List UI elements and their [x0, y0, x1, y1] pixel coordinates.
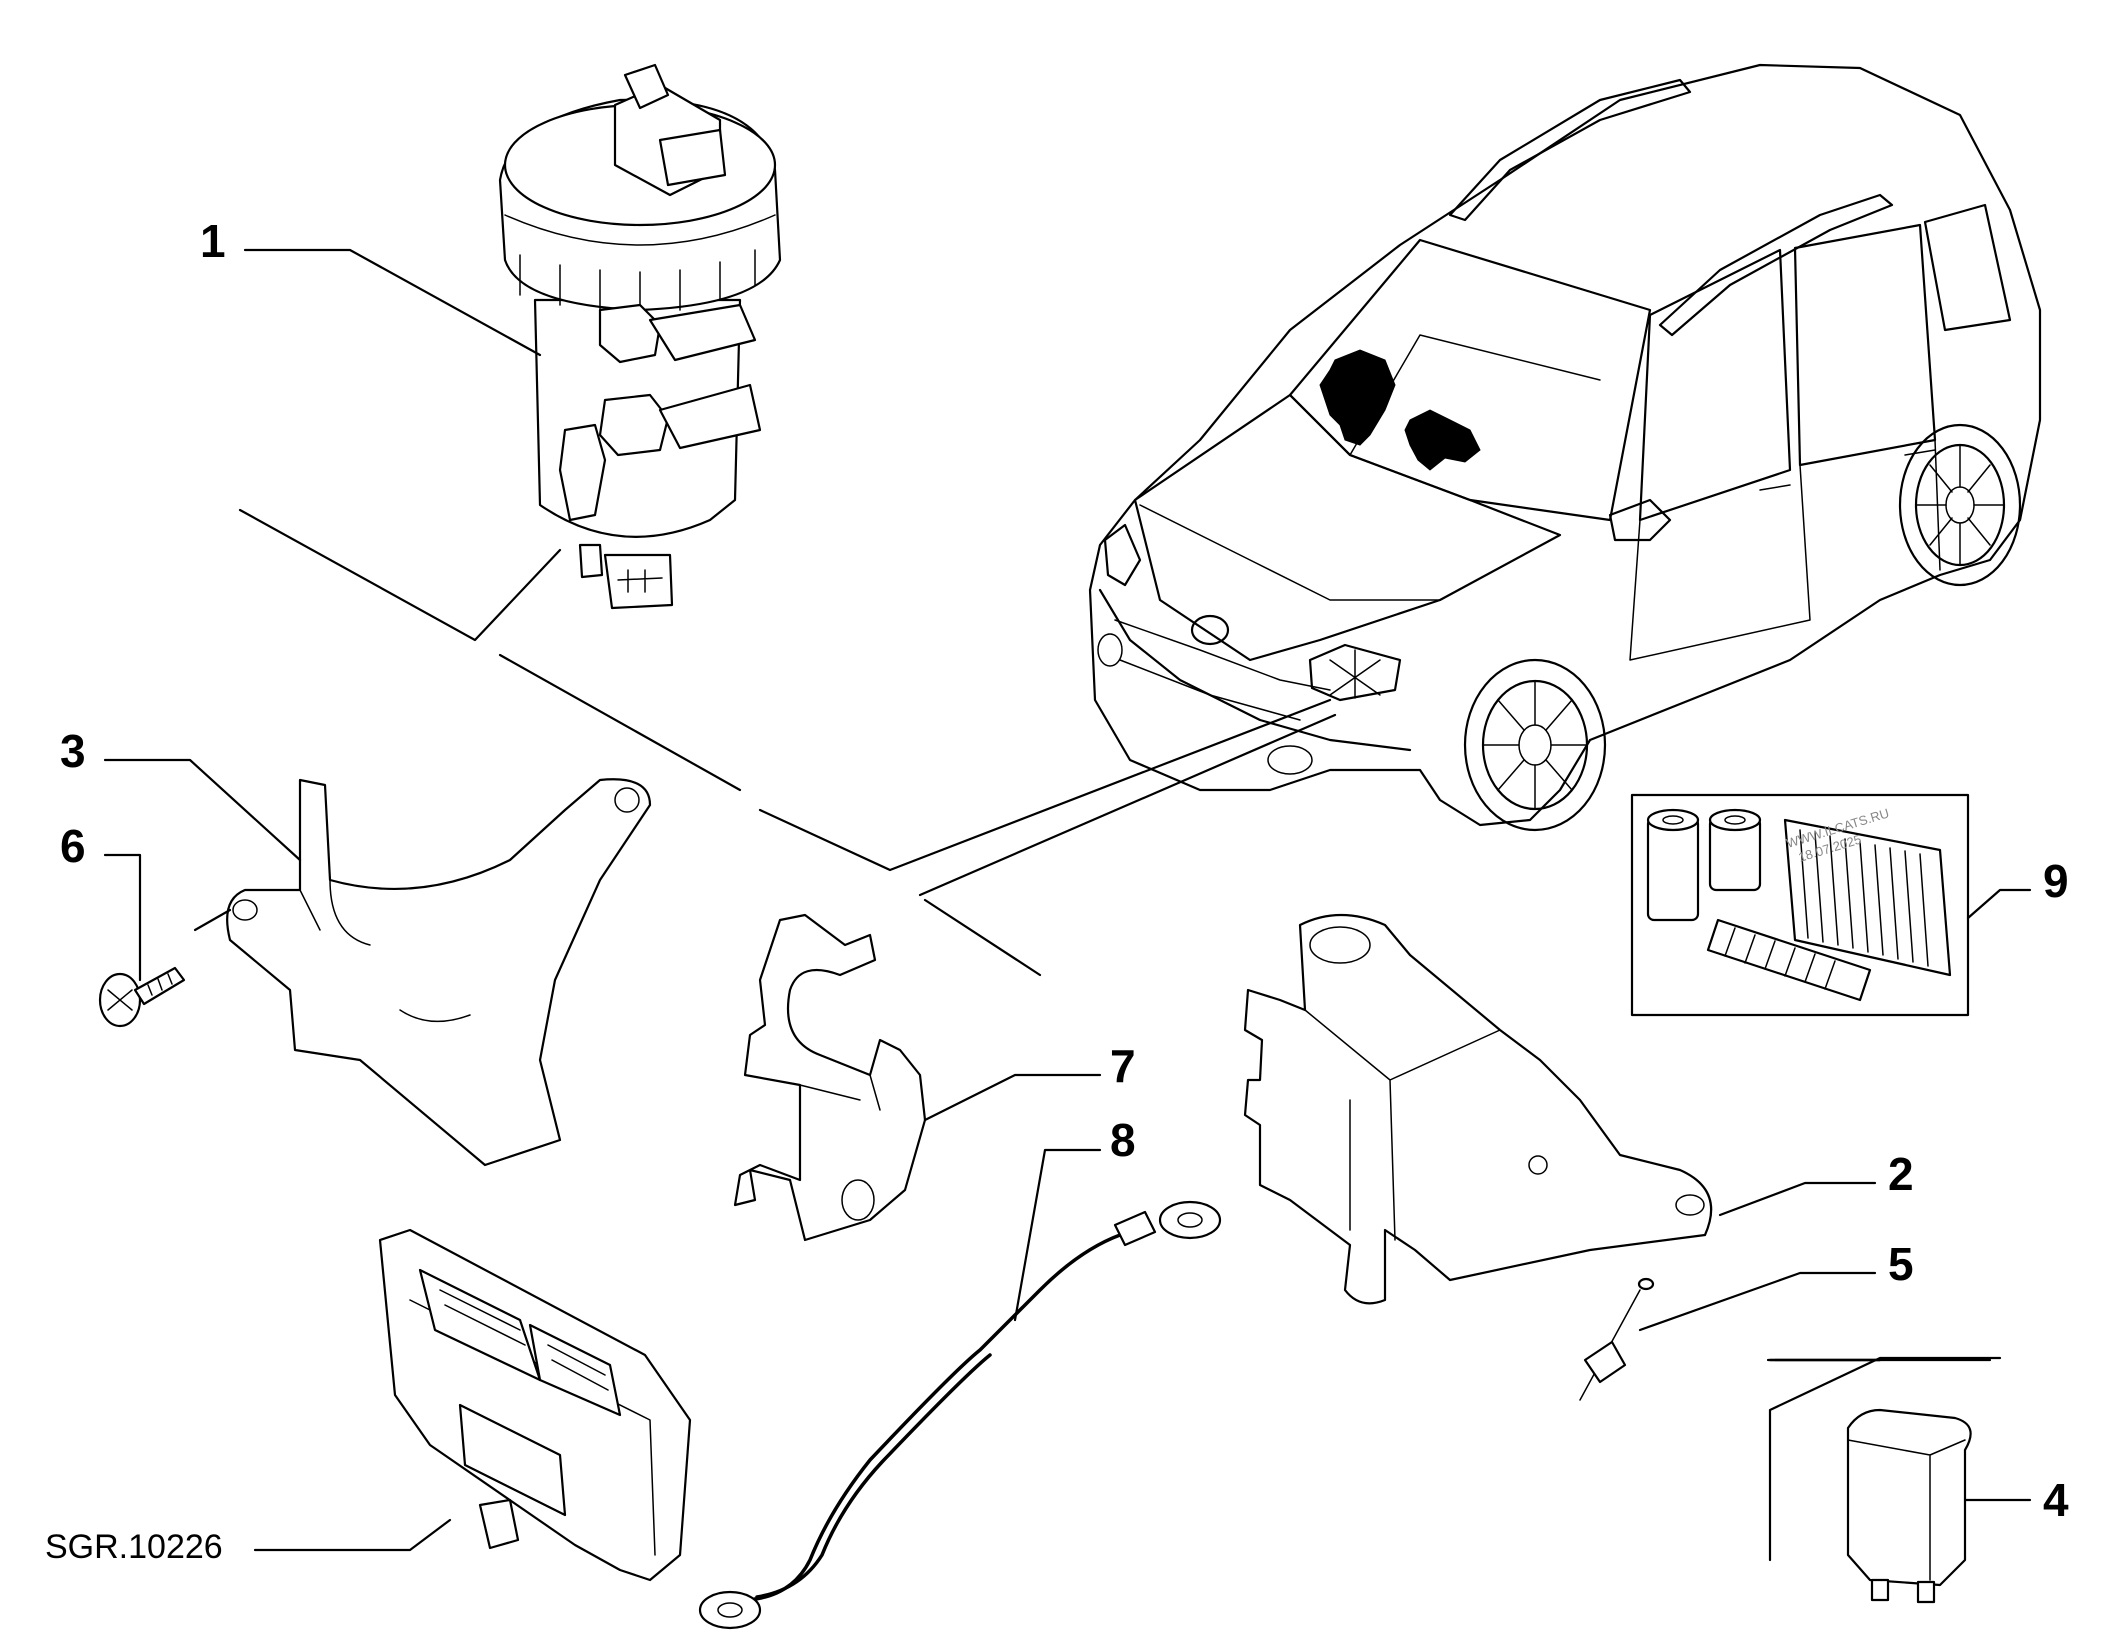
screw-part-6	[98, 966, 186, 1028]
clamp-bracket-part-7	[733, 913, 927, 1242]
control-unit-ecu	[378, 1228, 692, 1582]
linkage-lines	[238, 508, 2002, 1562]
callout-3: 3	[60, 725, 86, 777]
fuel-filter-part-1	[498, 63, 782, 610]
callout-6: 6	[60, 820, 86, 872]
callout-1: 1	[200, 215, 226, 267]
bracket-part-3	[226, 778, 652, 1167]
callout-5: 5	[1888, 1238, 1914, 1290]
leader-lines	[103, 248, 2032, 1552]
callout-8: 8	[1110, 1114, 1136, 1166]
pin-part-5	[1579, 1277, 1655, 1401]
callout-2: 2	[1888, 1148, 1914, 1200]
callout-9: 9	[2043, 855, 2069, 907]
relay-part-4	[1846, 1408, 1972, 1604]
ground-cable-part-8	[698, 1200, 1222, 1630]
callout-labels: 1 2 3 4 5 6 7 8 9 SGR.10226	[45, 215, 2069, 1566]
reference-code: SGR.10226	[45, 1528, 223, 1566]
vehicle-illustration	[1088, 63, 2042, 832]
bracket-part-2	[1243, 913, 1713, 1305]
callout-4: 4	[2043, 1474, 2069, 1526]
callout-7: 7	[1110, 1040, 1136, 1092]
service-kit-part-9: WWW.ILCATS.RU 18.07.2025	[1630, 793, 1970, 1017]
